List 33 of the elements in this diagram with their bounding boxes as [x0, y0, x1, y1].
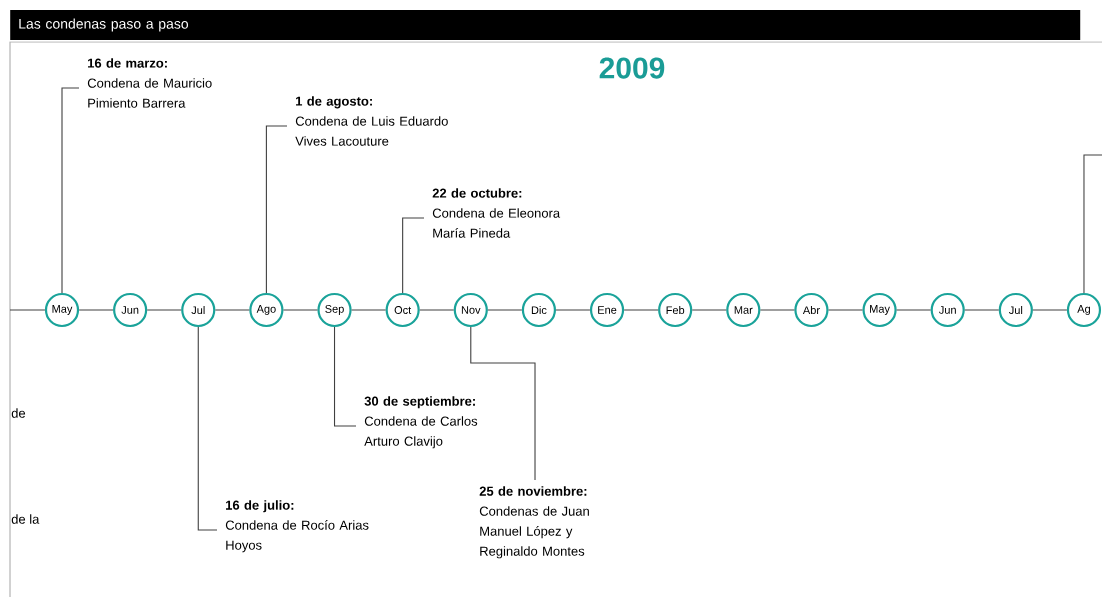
- event-label: 22 de octubre: Condena de Eleonora María Pineda: [432, 188, 561, 238]
- leader-line: [61, 87, 80, 294]
- event-label: 25 de noviembre: Condenas de Juan Manuel López y Reginaldo Montes: [479, 486, 589, 559]
- timeline-segment: [146, 309, 182, 311]
- timeline-segment: [282, 309, 318, 311]
- event-label: 1 de agosto: Condena de Luis Eduardo Vives Lacouture: [295, 96, 448, 146]
- event-label: 16 de marzo: Condena de Mauricio Pimiento Barrera: [87, 58, 212, 108]
- timeline-segment: [419, 309, 455, 311]
- timeline-segment: [1032, 309, 1068, 311]
- timeline-segment: [351, 309, 387, 311]
- timeline-segment: [78, 309, 114, 311]
- timeline-segment: [759, 309, 795, 311]
- leader-line: [265, 125, 288, 294]
- leader-line: [333, 326, 357, 427]
- event-label: 16 de julio: Condena de Rocío Arias Hoyos: [225, 500, 369, 553]
- leader-line: [402, 217, 425, 294]
- title-bar: Las condenas paso a paso: [10, 10, 1081, 40]
- leader-line: [1083, 154, 1102, 294]
- timeline-segment: [623, 309, 659, 311]
- timeline-segment: [964, 309, 1000, 311]
- leader-line: [470, 326, 536, 481]
- year-heading: 2009: [599, 57, 665, 79]
- timeline-segment: [214, 309, 250, 311]
- timeline-segment: [828, 309, 863, 311]
- timeline-segment: [555, 309, 591, 311]
- timeline-segment: [487, 309, 523, 311]
- timeline-segment: [691, 309, 727, 311]
- event-label: 30 de septiembre: Condena de Carlos Arturo Clavijo: [364, 396, 478, 449]
- timeline-segment: [9, 309, 46, 311]
- leader-line: [197, 326, 218, 531]
- cut-text: de: [11, 408, 26, 418]
- cut-text: de la: [11, 514, 40, 524]
- timeline-segment: [896, 309, 932, 311]
